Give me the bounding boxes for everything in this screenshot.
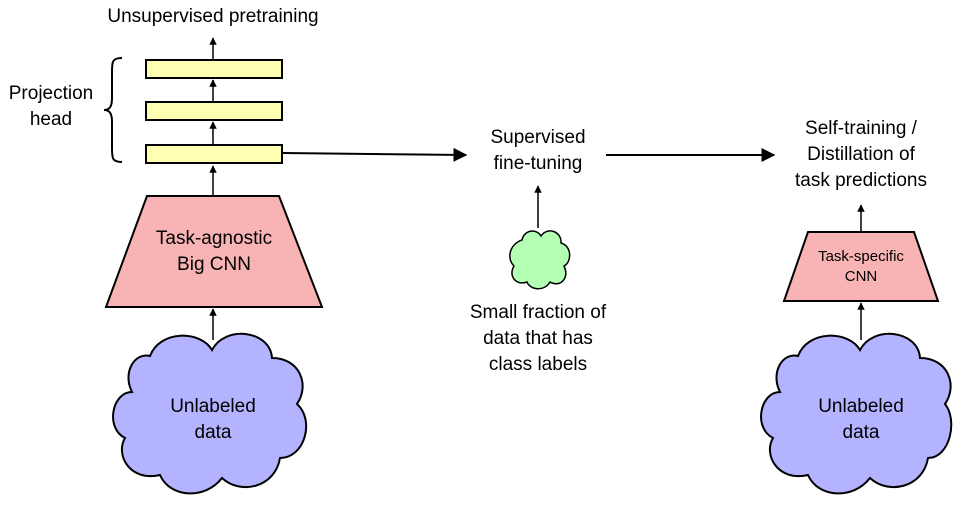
unlabeled-data-cloud-right xyxy=(760,332,953,495)
projection-head-label: Projection head xyxy=(8,83,94,130)
projection-head-brace xyxy=(103,57,123,163)
arrow-to-finetuning xyxy=(282,147,468,162)
task-specific-cnn-label: Task-specific CNN xyxy=(818,248,904,285)
task-agnostic-cnn-shape xyxy=(104,195,324,308)
unlabeled-data-right-label: Unlabeled data xyxy=(818,396,904,443)
supervised-finetuning-label: Supervised fine-tuning xyxy=(490,127,586,174)
task-specific-cnn-shape xyxy=(782,231,940,302)
unsupervised-pretraining-label: Unsupervised pretraining xyxy=(107,6,319,27)
unlabeled-data-cloud-left xyxy=(112,332,307,495)
projection-layer-top xyxy=(145,59,283,79)
projection-layer-bottom xyxy=(145,144,283,164)
projection-layer-middle xyxy=(145,101,283,121)
unlabeled-data-left-label: Unlabeled data xyxy=(170,396,256,443)
task-agnostic-cnn-label: Task-agnostic Big CNN xyxy=(155,228,273,275)
small-fraction-label: Small fraction of data that has class la… xyxy=(469,302,607,375)
labeled-data-cloud xyxy=(509,230,571,290)
self-training-label: Self-training / Distillation of task pre… xyxy=(794,118,927,191)
